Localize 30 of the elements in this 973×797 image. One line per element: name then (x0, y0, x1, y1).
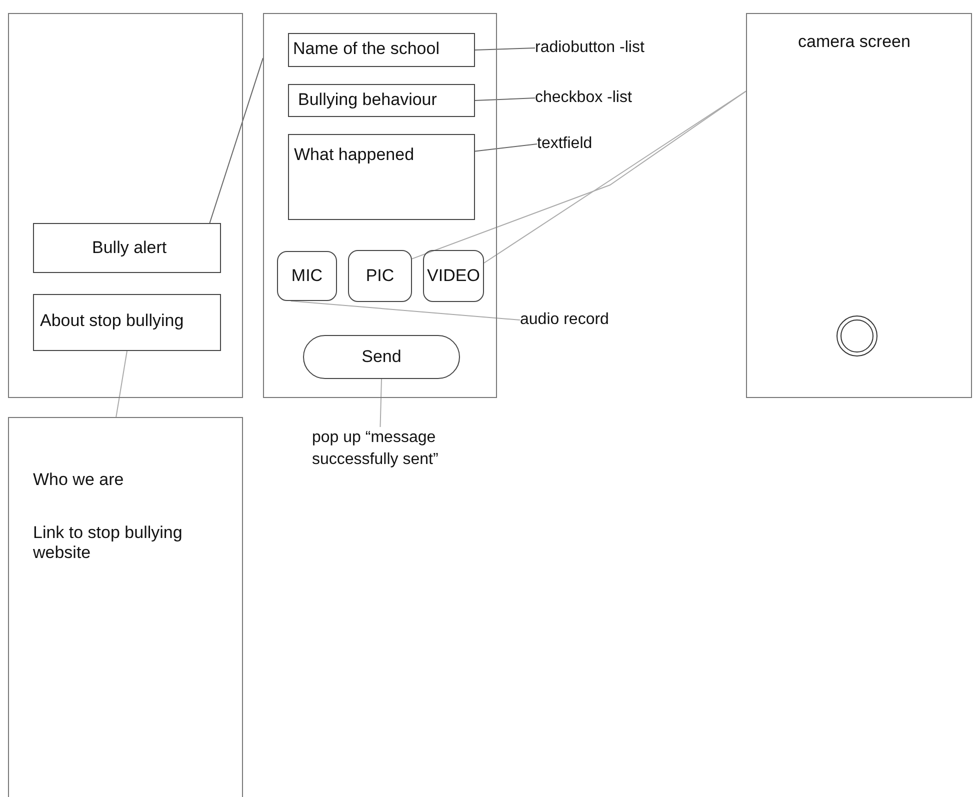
menu-button: Bully alert (33, 223, 221, 273)
phone-screen (8, 417, 243, 797)
leader-line (474, 98, 536, 101)
leader-line (116, 350, 128, 418)
annotation-label: textfield (537, 135, 592, 153)
video-button: VIDEO (423, 250, 484, 302)
select-field: Name of the school (288, 33, 475, 67)
mic-button: MIC (277, 251, 337, 301)
leader-line (380, 378, 382, 428)
leader-line (209, 58, 264, 224)
leader-line (474, 144, 538, 152)
link-text: Link to stop bullying website (33, 523, 184, 563)
leader-line (412, 90, 746, 260)
annotation-label: checkbox -list (535, 89, 632, 107)
leader-line (290, 300, 520, 320)
phone-screen (263, 13, 497, 398)
select-field: Bullying behaviour (288, 84, 475, 117)
leader-line (484, 90, 746, 264)
annotation-label: audio record (520, 311, 609, 329)
picture-button: PIC (348, 250, 412, 302)
phone-screen (746, 13, 972, 398)
send-button: Send (303, 335, 460, 379)
text-area: What happened (288, 134, 475, 220)
annotation-label: pop up “message successfully sent” (312, 427, 487, 471)
annotation-label: radiobutton -list (535, 39, 644, 57)
screen-title: camera screen (798, 32, 912, 52)
leader-line (474, 48, 536, 50)
phone-screen (8, 13, 243, 398)
menu-item-text: Who we are (33, 470, 125, 490)
menu-button: About stop bullying (33, 294, 221, 351)
